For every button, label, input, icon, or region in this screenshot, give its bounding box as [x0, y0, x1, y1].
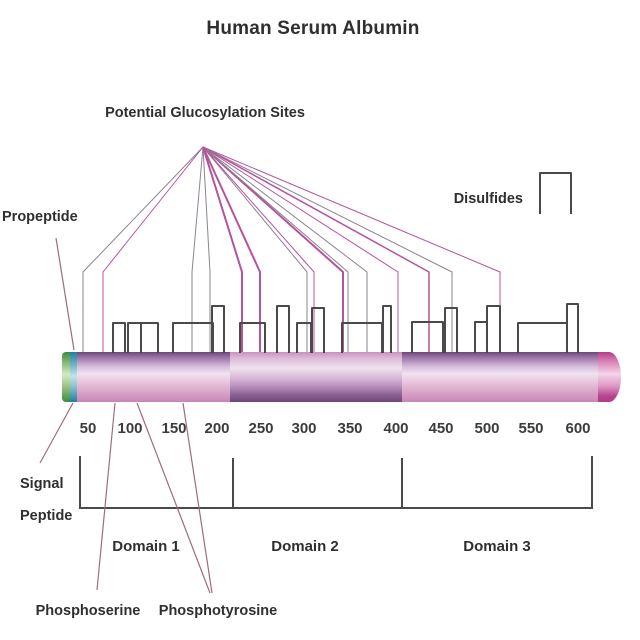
- domain-label-domain-2: Domain 2: [271, 538, 339, 555]
- glucosylation-site-line: [202, 146, 453, 352]
- domain-bracket: [79, 456, 593, 509]
- disulfide-staple: [239, 322, 266, 353]
- propeptide-leader-line: [55, 237, 75, 351]
- axis-tick-250: 250: [248, 420, 274, 437]
- disulfide-staple: [382, 305, 392, 353]
- glucosylation-site-line: [202, 146, 349, 352]
- signal-peptide-label-line1: Signal: [20, 476, 64, 492]
- phosphotyrosine-leader-line: [182, 402, 213, 594]
- glucosylation-site-line: [202, 146, 315, 352]
- axis-tick-450: 450: [428, 420, 454, 437]
- axis-tick-550: 550: [518, 420, 544, 437]
- axis-tick-350: 350: [337, 420, 363, 437]
- axis-tick-150: 150: [161, 420, 187, 437]
- disulfide-staple: [444, 307, 458, 353]
- propeptide-label: Propeptide: [2, 209, 78, 225]
- page-title: Human Serum Albumin: [206, 18, 420, 39]
- disulfide-staple: [172, 322, 214, 353]
- domain-label-domain-1: Domain 1: [112, 538, 180, 555]
- disulfide-legend-icon: [539, 172, 572, 214]
- glucosylation-sites-label: Potential Glucosylation Sites: [105, 105, 305, 121]
- disulfide-staple: [276, 305, 290, 353]
- disulfide-staple: [296, 322, 312, 353]
- glucosylation-site-line: [202, 146, 501, 352]
- phosphoserine-leader-line: [96, 402, 116, 591]
- disulfide-staple: [127, 322, 142, 353]
- signal-peptide-segment: [62, 352, 70, 402]
- glucosylation-site-line: [82, 146, 204, 352]
- glucosylation-site-line: [202, 146, 430, 352]
- disulfide-staple: [566, 303, 579, 353]
- domain-3-segment: [402, 352, 598, 402]
- glucosylation-site-line: [202, 146, 308, 352]
- phosphoserine-label: Phosphoserine: [35, 603, 141, 619]
- glucosylation-site-line: [202, 146, 399, 352]
- c-terminal-cap-segment: [598, 352, 621, 402]
- axis-tick-300: 300: [291, 420, 317, 437]
- disulfide-staple: [311, 307, 325, 353]
- signal-peptide-label-line2: Peptide: [20, 508, 73, 524]
- glucosylation-site-line: [191, 146, 204, 352]
- disulfides-legend-label: Disulfides: [453, 191, 523, 207]
- glucosylation-site-line: [202, 146, 368, 352]
- domain-1-segment: [77, 352, 230, 402]
- glucosylation-site-line: [202, 146, 261, 352]
- disulfide-staple: [517, 322, 568, 353]
- glucosylation-site-line: [202, 146, 211, 352]
- phosphotyrosine-label: Phosphotyrosine: [158, 603, 278, 619]
- disulfide-staple: [112, 322, 126, 353]
- glucosylation-site-line: [202, 146, 243, 352]
- disulfide-staple: [474, 321, 488, 353]
- phosphotyrosine-leader-line: [136, 402, 211, 594]
- axis-tick-50: 50: [79, 420, 97, 437]
- disulfide-staple: [486, 305, 501, 353]
- domain-2-segment: [230, 352, 402, 402]
- axis-tick-100: 100: [117, 420, 143, 437]
- disulfide-staple: [411, 321, 444, 353]
- axis-tick-400: 400: [383, 420, 409, 437]
- axis-tick-600: 600: [565, 420, 591, 437]
- domain-label-domain-3: Domain 3: [463, 538, 531, 555]
- axis-tick-200: 200: [204, 420, 230, 437]
- axis-tick-500: 500: [474, 420, 500, 437]
- glucosylation-site-line: [102, 146, 204, 352]
- disulfide-staple: [140, 322, 159, 353]
- propeptide-segment: [70, 352, 77, 402]
- signal-peptide-leader-line: [39, 402, 74, 464]
- disulfide-staple: [211, 305, 225, 353]
